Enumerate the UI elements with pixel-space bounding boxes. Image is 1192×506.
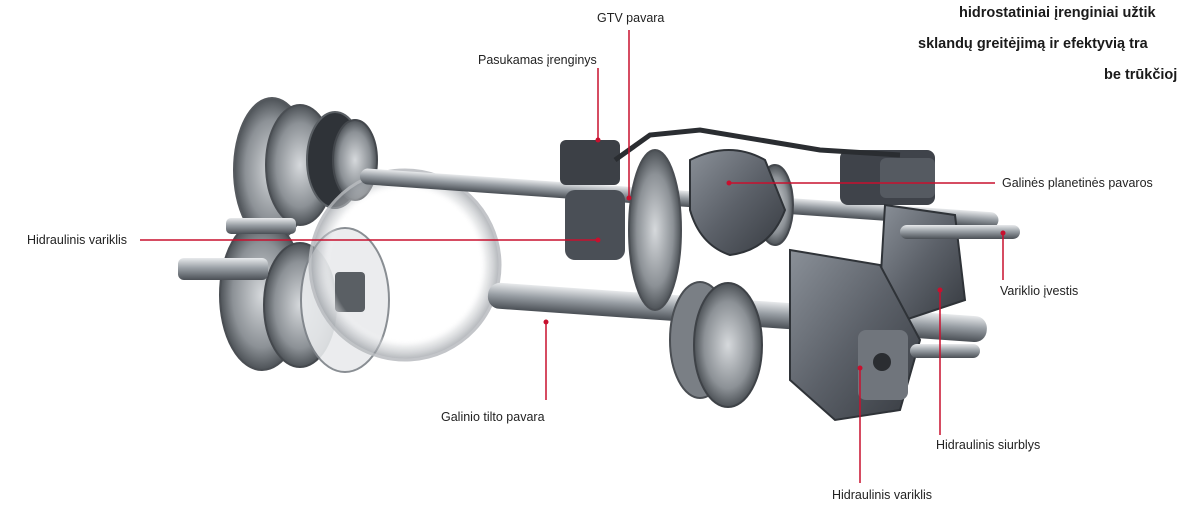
label-hidraulinis-variklis-bottom: Hidraulinis variklis <box>832 488 933 502</box>
callout-lines <box>140 30 1004 483</box>
headline-line-1: hidrostatiniai įrenginiai užtik <box>959 5 1156 21</box>
headline-line-3: be trūkčioj <box>1104 67 1178 83</box>
label-galines-planetines-pavaros: Galinės planetinės pavaros <box>1002 176 1153 190</box>
left-gear-stack <box>233 97 378 243</box>
right-output-shaft-lower <box>910 344 980 358</box>
label-hidraulinis-variklis-left: Hidraulinis variklis <box>27 233 128 247</box>
planetary-housing <box>689 149 787 257</box>
valve-blocks <box>560 127 935 260</box>
label-pasukamas-irenginys: Pasukamas įrenginys <box>478 53 597 67</box>
label-gtv-pavara: GTV pavara <box>597 11 665 25</box>
label-variklio-ivestis: Variklio įvestis <box>1000 284 1079 298</box>
headline-line-2: sklandų greitėjimą ir efektyvią tra <box>918 36 1148 52</box>
right-output-shaft-upper <box>900 225 1020 239</box>
label-hidraulinis-siurblys: Hidraulinis siurblys <box>936 438 1041 452</box>
label-galinio-tilto-pavara: Galinio tilto pavara <box>441 410 545 424</box>
callout-dots <box>543 137 1006 371</box>
